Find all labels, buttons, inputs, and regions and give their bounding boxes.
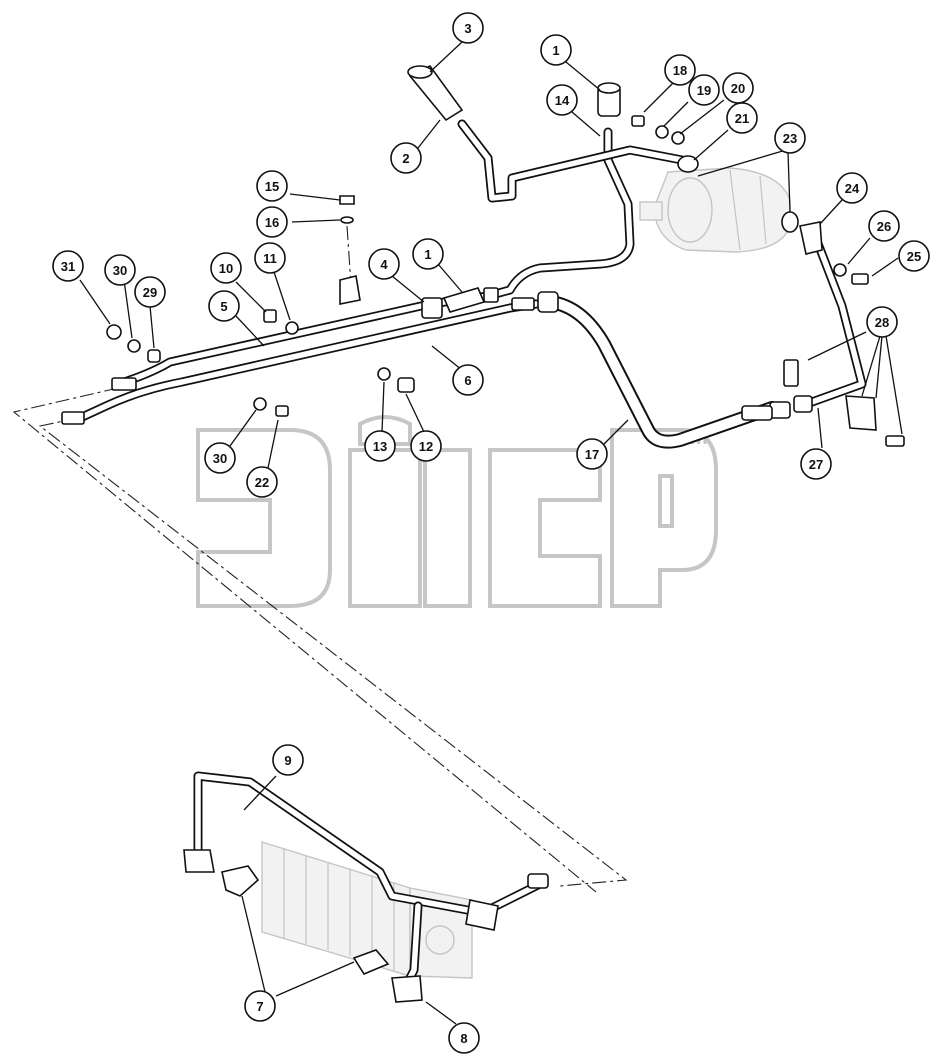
callout-2: 2 [390,142,422,174]
callout-30-left: 30 [104,254,136,286]
callout-25: 25 [898,240,930,272]
callout-label: 19 [697,83,711,98]
callout-22: 22 [246,466,278,498]
connection-line-bracket [346,225,352,286]
callout-5: 5 [208,290,240,322]
callout-20: 20 [722,72,754,104]
callout-21: 21 [726,102,758,134]
callout-26: 26 [868,210,900,242]
callout-28: 28 [866,306,898,338]
pump-ghost [639,167,791,253]
callout-15: 15 [256,170,288,202]
callout-label: 11 [263,251,277,266]
callout-11: 11 [254,242,286,274]
callout-27: 27 [800,448,832,480]
callout-label: 21 [735,111,749,126]
callout-label: 12 [419,439,433,454]
callout-4: 4 [368,248,400,280]
callouts: 1 1 2 3 4 5 6 7 8 9 10 11 12 13 14 15 16… [52,12,930,1054]
callout-18: 18 [664,54,696,86]
callout-label: 16 [265,215,279,230]
callout-31: 31 [52,250,84,282]
connection-line-lower [38,417,628,887]
connection-line-upper [12,387,597,893]
callout-label: 3 [464,21,471,36]
callout-30-lower: 30 [204,442,236,474]
callout-label: 14 [555,93,570,108]
callout-7: 7 [244,990,276,1022]
callout-9: 9 [272,744,304,776]
callout-label: 17 [585,447,599,462]
callout-label: 29 [143,285,157,300]
callout-13: 13 [364,430,396,462]
callout-label: 25 [907,249,921,264]
callout-6: 6 [452,364,484,396]
callout-29: 29 [134,276,166,308]
callout-16: 16 [256,206,288,238]
callout-19: 19 [688,74,720,106]
callout-label: 2 [402,151,409,166]
callout-label: 28 [875,315,889,330]
callout-label: 20 [731,81,745,96]
callout-label: 4 [380,257,388,272]
callout-23: 23 [774,122,806,154]
callout-label: 18 [673,63,687,78]
callout-label: 27 [809,457,823,472]
callout-1-top: 1 [540,34,572,66]
callout-label: 30 [113,263,127,278]
callout-label: 24 [845,181,860,196]
callout-label: 10 [219,261,233,276]
callout-label: 9 [284,753,291,768]
callout-10: 10 [210,252,242,284]
callout-label: 23 [783,131,797,146]
callout-12: 12 [410,430,442,462]
callout-24: 24 [836,172,868,204]
leader-lines [79,41,903,1025]
parts [61,64,905,1003]
callout-3: 3 [452,12,484,44]
callout-label: 8 [460,1031,467,1046]
callout-14: 14 [546,84,578,116]
callout-17: 17 [576,438,608,470]
callout-label: 31 [61,259,75,274]
callout-label: 6 [464,373,471,388]
callout-1-middle: 1 [412,238,444,270]
callout-label: 5 [220,299,227,314]
callout-label: 13 [373,439,387,454]
callout-label: 22 [255,475,269,490]
callout-label: 30 [213,451,227,466]
callout-label: 15 [265,179,279,194]
callout-label: 7 [256,999,263,1014]
callout-label: 1 [424,247,431,262]
callout-label: 26 [877,219,891,234]
watermark-logo: TM [196,415,718,608]
valve-block-ghost [261,841,473,979]
callout-label: 1 [552,43,559,58]
callout-8: 8 [448,1022,480,1054]
